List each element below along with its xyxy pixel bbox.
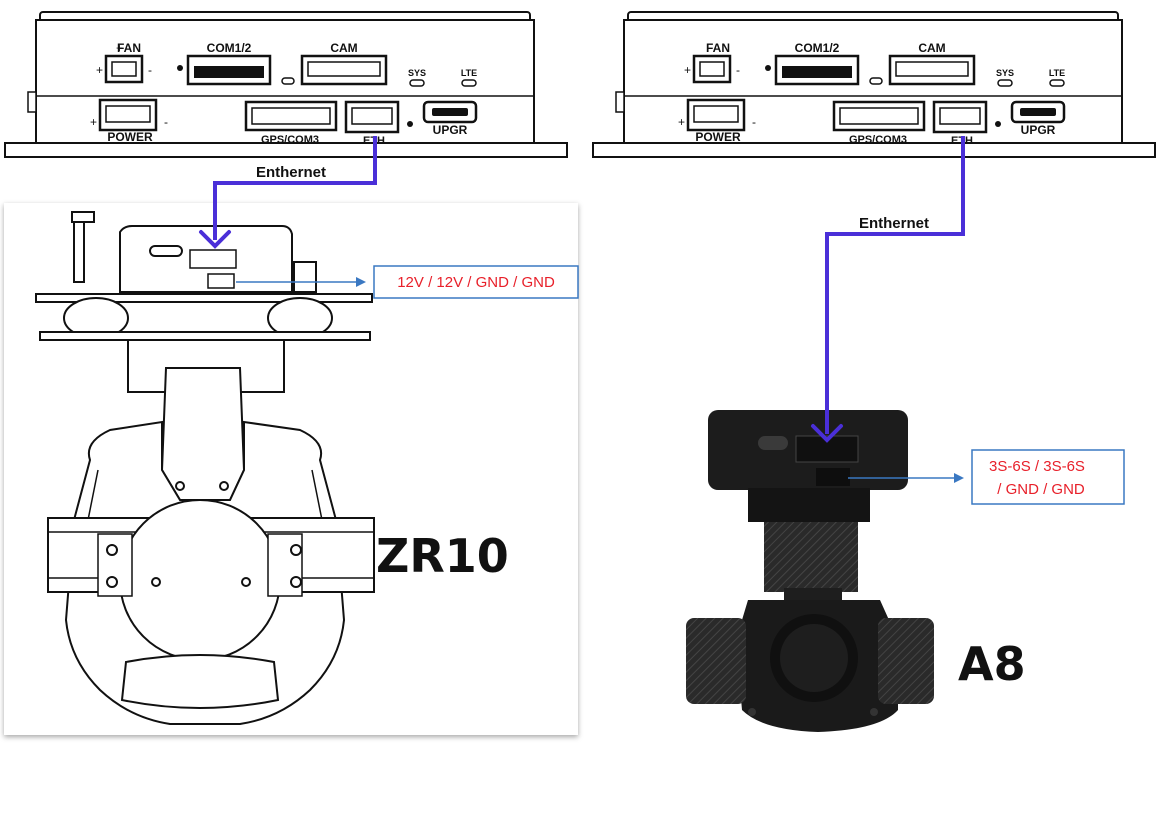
indicator-led	[281, 77, 295, 85]
gps-com3-port	[832, 100, 926, 132]
lte-led	[461, 79, 477, 87]
upgr-label: UPGR	[433, 123, 468, 137]
power-callout-left	[373, 265, 579, 299]
svg-text:-: -	[752, 115, 756, 129]
sys-led	[997, 79, 1013, 87]
model-label-zr10: ZR10	[376, 529, 509, 583]
model-label-a8: A8	[958, 637, 1026, 691]
power-text-left: 12V / 12V / GND / GND	[397, 274, 555, 291]
fan-port: + -	[684, 54, 740, 84]
power-callout-right	[971, 449, 1125, 505]
cable-label-right: Enthernet	[859, 215, 929, 232]
controller-box-right: + - + -	[592, 11, 1156, 158]
cam-port	[300, 54, 388, 86]
com12-label: COM1/2	[207, 41, 252, 55]
ethernet-arrowhead-left	[199, 230, 231, 249]
power-text-right-line2: / GND / GND	[997, 481, 1085, 498]
zr10-gimbal-drawing	[35, 211, 375, 725]
a8-camera-drawing	[686, 410, 934, 732]
com12-port	[177, 54, 272, 86]
com12-label: COM1/2	[795, 41, 840, 55]
svg-text:+: +	[678, 115, 685, 129]
fan-label: FAN	[706, 41, 730, 55]
gps-com3-label: GPS/COM3	[849, 134, 907, 146]
svg-text:+: +	[116, 41, 123, 55]
upgr-port	[1010, 100, 1066, 124]
svg-text:-: -	[148, 63, 152, 77]
ethernet-cable-right	[825, 136, 965, 434]
sys-led	[409, 79, 425, 87]
gps-com3-label: GPS/COM3	[261, 134, 319, 146]
cam-label: CAM	[918, 41, 945, 55]
cam-port	[888, 54, 976, 86]
com12-port	[765, 54, 860, 86]
power-label: POWER	[695, 130, 741, 144]
upgr-port	[422, 100, 478, 124]
svg-text:-: -	[164, 115, 168, 129]
ethernet-cable-left	[213, 136, 377, 240]
power-port: + -	[90, 98, 168, 132]
lte-label: LTE	[461, 68, 477, 78]
cam-label: CAM	[330, 41, 357, 55]
cable-label-left: Enthernet	[256, 164, 326, 181]
power-text-right-line1: 3S-6S / 3S-6S	[989, 458, 1085, 475]
svg-text:+: +	[684, 63, 691, 77]
gps-com3-port	[244, 100, 338, 132]
fan-label: FAN	[117, 41, 141, 55]
ethernet-arrowhead-right	[811, 424, 843, 443]
sys-label: SYS	[996, 68, 1014, 78]
upgr-label: UPGR	[1021, 123, 1056, 137]
indicator-led	[869, 77, 883, 85]
fan-port: + + -	[96, 41, 152, 84]
eth-port	[932, 100, 1001, 134]
svg-text:-: -	[736, 63, 740, 77]
power-label: POWER	[107, 130, 153, 144]
svg-text:+: +	[90, 115, 97, 129]
controller-box-left: + + - + -	[4, 11, 568, 158]
svg-text:+: +	[96, 63, 103, 77]
lte-label: LTE	[1049, 68, 1065, 78]
power-port: + -	[678, 98, 756, 132]
sys-label: SYS	[408, 68, 426, 78]
eth-port	[344, 100, 413, 134]
lte-led	[1049, 79, 1065, 87]
